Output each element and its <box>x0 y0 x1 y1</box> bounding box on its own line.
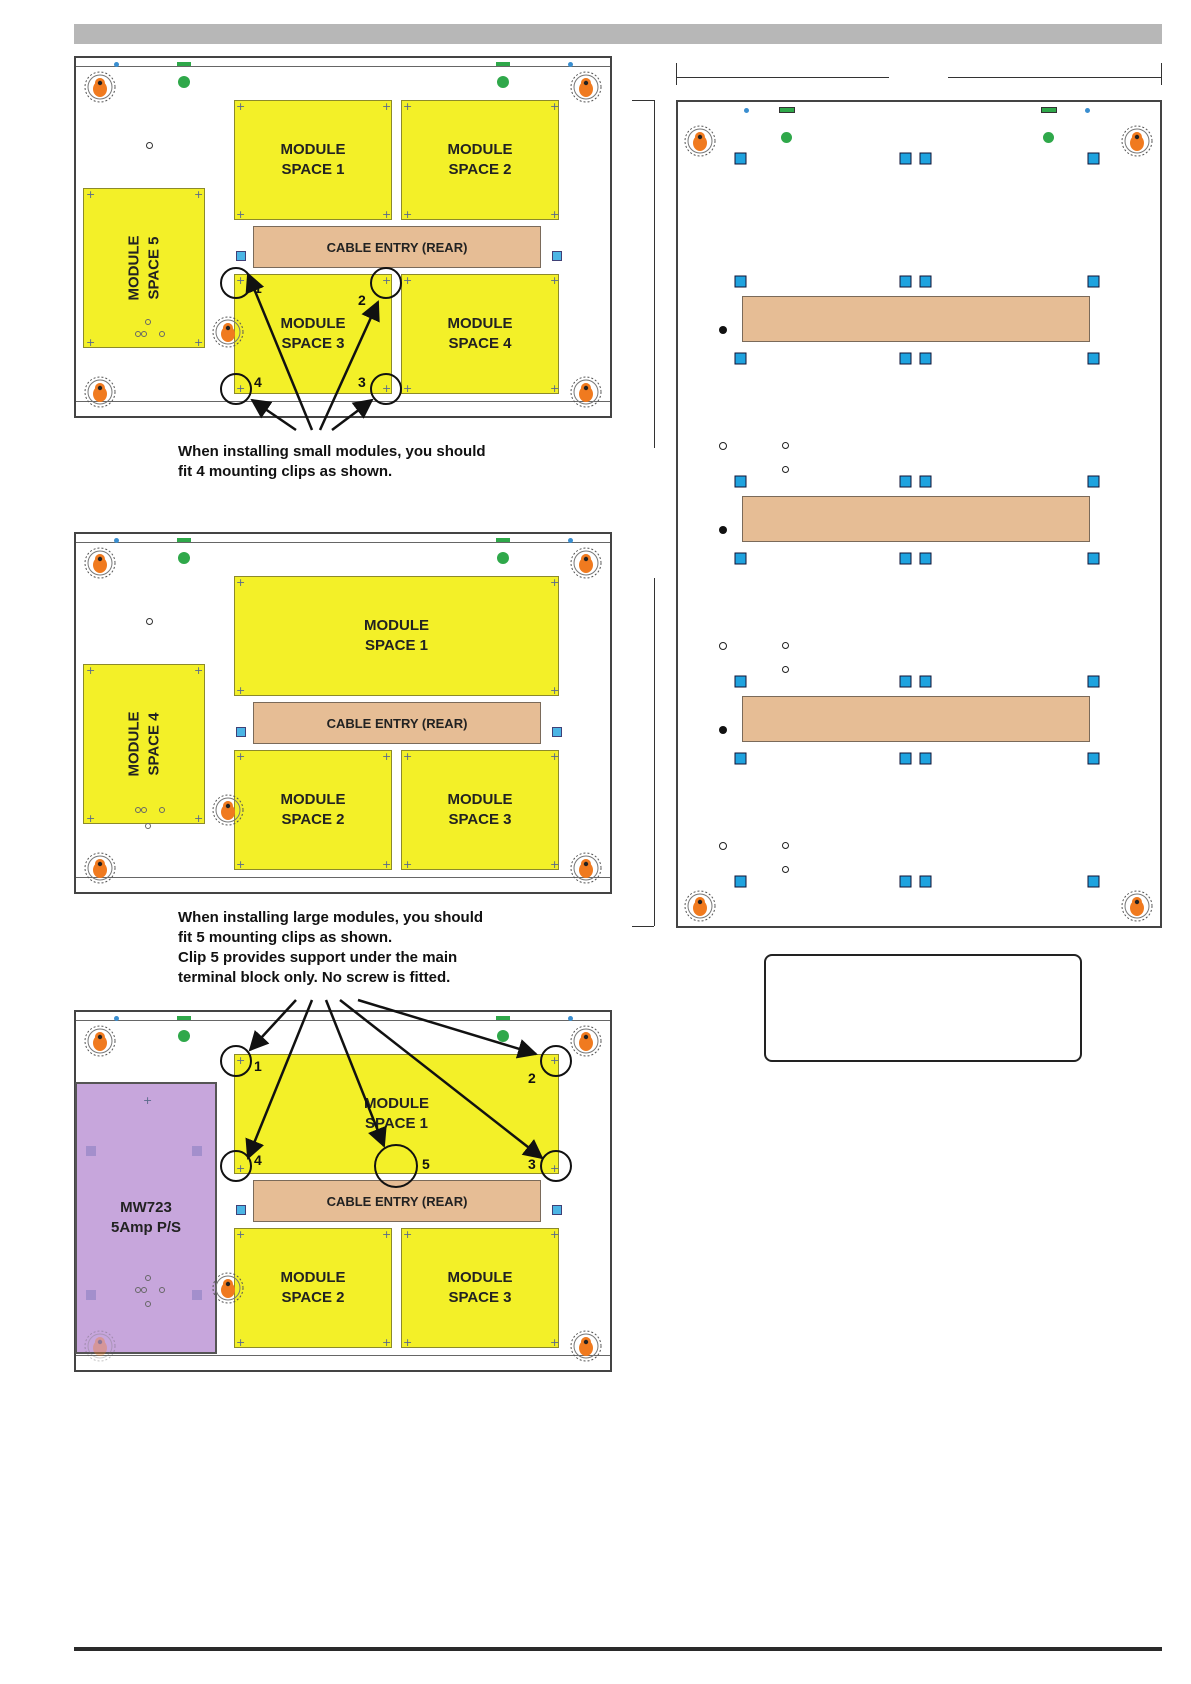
blue-pin <box>568 1016 573 1021</box>
top-tab <box>496 538 510 542</box>
hole <box>719 642 727 650</box>
blue-pin <box>114 1016 119 1021</box>
clip-marker-2 <box>540 1045 572 1077</box>
module-space-2: MODULE SPACE 2 <box>401 100 559 220</box>
hole <box>782 866 789 873</box>
top-tab <box>177 1016 191 1020</box>
green-led <box>781 132 792 143</box>
bottom-rail <box>76 401 610 402</box>
clip-square <box>236 727 246 737</box>
header-bar <box>74 24 1162 44</box>
hole <box>146 618 153 625</box>
module-space-3: MODULE SPACE 3 <box>401 750 559 870</box>
clip-square <box>552 1205 562 1215</box>
dimension-callout-box <box>764 954 1082 1062</box>
width-dimension-line-left <box>676 77 889 78</box>
blue-pin <box>568 62 573 67</box>
cable-entry: CABLE ENTRY (REAR) <box>253 226 541 268</box>
width-dimension-line-right <box>948 77 1161 78</box>
clip-marker-3 <box>540 1150 572 1182</box>
module-space-2: MODULE SPACE 2 <box>234 750 392 870</box>
din-rail-3 <box>742 696 1090 742</box>
hole <box>146 142 153 149</box>
clip-marker-5 <box>374 1144 418 1188</box>
hole <box>782 442 789 449</box>
clip-number: 2 <box>358 292 366 308</box>
clip-marker-2 <box>370 267 402 299</box>
green-led <box>178 76 190 88</box>
module-space-1: MODULE SPACE 1 <box>234 100 392 220</box>
module-space-4: MODULE SPACE 4 <box>83 664 205 824</box>
blue-pin <box>744 108 749 113</box>
clip-marker-1 <box>220 267 252 299</box>
hole <box>782 466 789 473</box>
hole <box>782 666 789 673</box>
blue-pin <box>568 538 573 543</box>
fixing-hole-filled <box>719 526 727 534</box>
green-led <box>497 1030 509 1042</box>
clip-number: 1 <box>254 1058 262 1074</box>
clip-number: 5 <box>422 1156 430 1172</box>
clip-square <box>552 251 562 261</box>
back-plate <box>676 100 1162 928</box>
clip-marker-4 <box>220 373 252 405</box>
top-tab <box>496 62 510 66</box>
top-rail <box>76 1020 610 1021</box>
top-tab <box>1041 107 1057 113</box>
module-space-1: MODULE SPACE 1 <box>234 576 559 696</box>
fixing-hole-filled <box>719 326 727 334</box>
height-dimension-line <box>654 578 655 926</box>
module-space-3: MODULE SPACE 3 <box>401 1228 559 1348</box>
blue-pin <box>114 538 119 543</box>
top-tab <box>177 538 191 542</box>
clip-marker-4 <box>220 1150 252 1182</box>
hole <box>782 842 789 849</box>
hole <box>719 442 727 450</box>
height-dimension-line <box>654 100 655 448</box>
din-rail-2 <box>742 496 1090 542</box>
hole <box>782 642 789 649</box>
clip-square <box>236 1205 246 1215</box>
din-rail-1 <box>742 296 1090 342</box>
clip-number: 1 <box>254 280 262 296</box>
small-modules-note: When installing small modules, you shoul… <box>178 443 486 480</box>
clip-number: 4 <box>254 374 262 390</box>
hole <box>719 842 727 850</box>
green-led <box>497 552 509 564</box>
cable-entry: CABLE ENTRY (REAR) <box>253 702 541 744</box>
clip-number: 4 <box>254 1152 262 1168</box>
height-dimension-tick <box>632 100 654 101</box>
clip-square <box>552 727 562 737</box>
green-led <box>497 76 509 88</box>
fixing-hole-filled <box>719 726 727 734</box>
clip-number: 3 <box>358 374 366 390</box>
green-led <box>178 1030 190 1042</box>
clip-number: 2 <box>528 1070 536 1086</box>
bottom-rail <box>76 1355 610 1356</box>
module-space-5: MODULE SPACE 5 <box>83 188 205 348</box>
top-rail <box>76 542 610 543</box>
module-space-2: MODULE SPACE 2 <box>234 1228 392 1348</box>
large-modules-note: When installing large modules, you shoul… <box>178 909 484 986</box>
blue-pin <box>114 62 119 67</box>
blue-pin <box>1085 108 1090 113</box>
top-rail <box>76 66 610 67</box>
power-supply-mw723: MW723 5Amp P/S <box>75 1082 217 1354</box>
clip-marker-1 <box>220 1045 252 1077</box>
height-dimension-tick <box>632 926 654 927</box>
module-space-4: MODULE SPACE 4 <box>401 274 559 394</box>
green-led <box>178 552 190 564</box>
bottom-rail <box>76 877 610 878</box>
top-tab <box>496 1016 510 1020</box>
green-led <box>1043 132 1054 143</box>
top-tab <box>177 62 191 66</box>
width-dimension-tick <box>1161 63 1162 85</box>
width-dimension-tick <box>676 63 677 85</box>
top-tab <box>779 107 795 113</box>
clip-square <box>236 251 246 261</box>
clip-number: 3 <box>528 1156 536 1172</box>
clip-marker-3 <box>370 373 402 405</box>
footer-rule <box>74 1647 1162 1651</box>
